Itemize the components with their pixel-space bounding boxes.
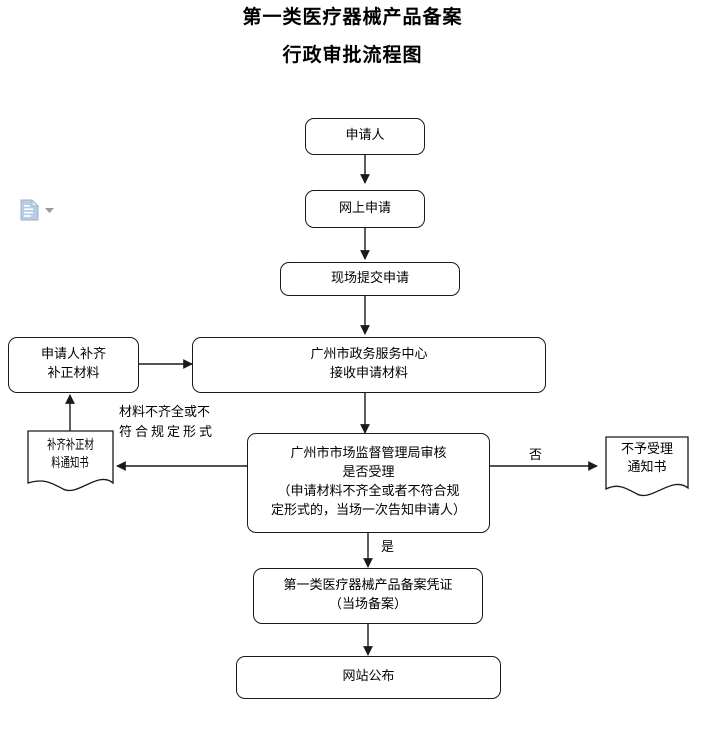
node-rejection-notice-line2: 通知书 <box>627 459 667 475</box>
node-review-decision-line2: 是否受理 <box>342 465 395 481</box>
node-review-decision-line3: （申请材料不齐全或者不符合规 <box>277 484 460 499</box>
node-filing-certificate-line1: 第一类医疗器械产品备案凭证 <box>283 578 453 594</box>
node-online-application[interactable]: 网上申请 <box>305 190 425 228</box>
supplement-notice-shape <box>27 430 114 492</box>
node-filing-certificate-line2: （当场备案） <box>328 597 407 612</box>
edge-label-yes-branch: 是 <box>381 540 395 555</box>
paste-options-smart-tag[interactable] <box>18 198 58 224</box>
edge-label-incomplete-line2: 符合规定形式 <box>119 425 216 440</box>
edge-label-no-branch: 否 <box>529 448 543 463</box>
page-title-line2: 行政审批流程图 <box>282 44 423 66</box>
node-review-decision-line4: 定形式的，当场一次告知申请人） <box>270 502 466 518</box>
node-online-application-label: 网上申请 <box>338 200 391 216</box>
node-applicant-label: 申请人 <box>345 128 385 144</box>
node-applicant-supplement[interactable]: 申请人补齐 补正材料 <box>8 337 139 393</box>
rejection-notice-shape <box>605 436 689 497</box>
page-title-line1: 第一类医疗器械产品备案 <box>242 6 463 28</box>
node-service-center[interactable]: 广州市政务服务中心 接收申请材料 <box>192 337 546 393</box>
node-onsite-submit-label: 现场提交申请 <box>330 270 409 286</box>
paste-options-icon <box>20 199 39 221</box>
node-rejection-notice[interactable]: 不予受理 通知书 <box>606 441 688 489</box>
node-service-center-line2: 接收申请材料 <box>329 366 408 381</box>
node-rejection-notice-line1: 不予受理 <box>620 442 673 457</box>
node-onsite-submit[interactable]: 现场提交申请 <box>280 262 460 296</box>
node-website-publish-label: 网站公布 <box>342 669 395 685</box>
node-applicant[interactable]: 申请人 <box>305 118 425 155</box>
node-supplement-notice[interactable]: 补齐补正材 料通知书 <box>28 437 113 485</box>
node-service-center-line1: 广州市政务服务中心 <box>310 347 428 363</box>
node-filing-certificate[interactable]: 第一类医疗器械产品备案凭证 （当场备案） <box>253 568 483 624</box>
node-supplement-notice-line2: 料通知书 <box>51 455 90 471</box>
node-review-decision-line1: 广州市市场监督管理局审核 <box>290 446 447 462</box>
node-applicant-supplement-line2: 补正材料 <box>47 366 100 381</box>
node-website-publish[interactable]: 网站公布 <box>236 656 501 699</box>
chevron-down-icon <box>45 208 54 213</box>
node-review-decision[interactable]: 广州市市场监督管理局审核 是否受理 （申请材料不齐全或者不符合规 定形式的，当场… <box>247 433 490 533</box>
edge-label-incomplete-line1: 材料不齐全或不 <box>119 405 211 420</box>
node-applicant-supplement-line1: 申请人补齐 <box>40 347 106 363</box>
node-supplement-notice-line1: 补齐补正材 <box>47 438 94 453</box>
